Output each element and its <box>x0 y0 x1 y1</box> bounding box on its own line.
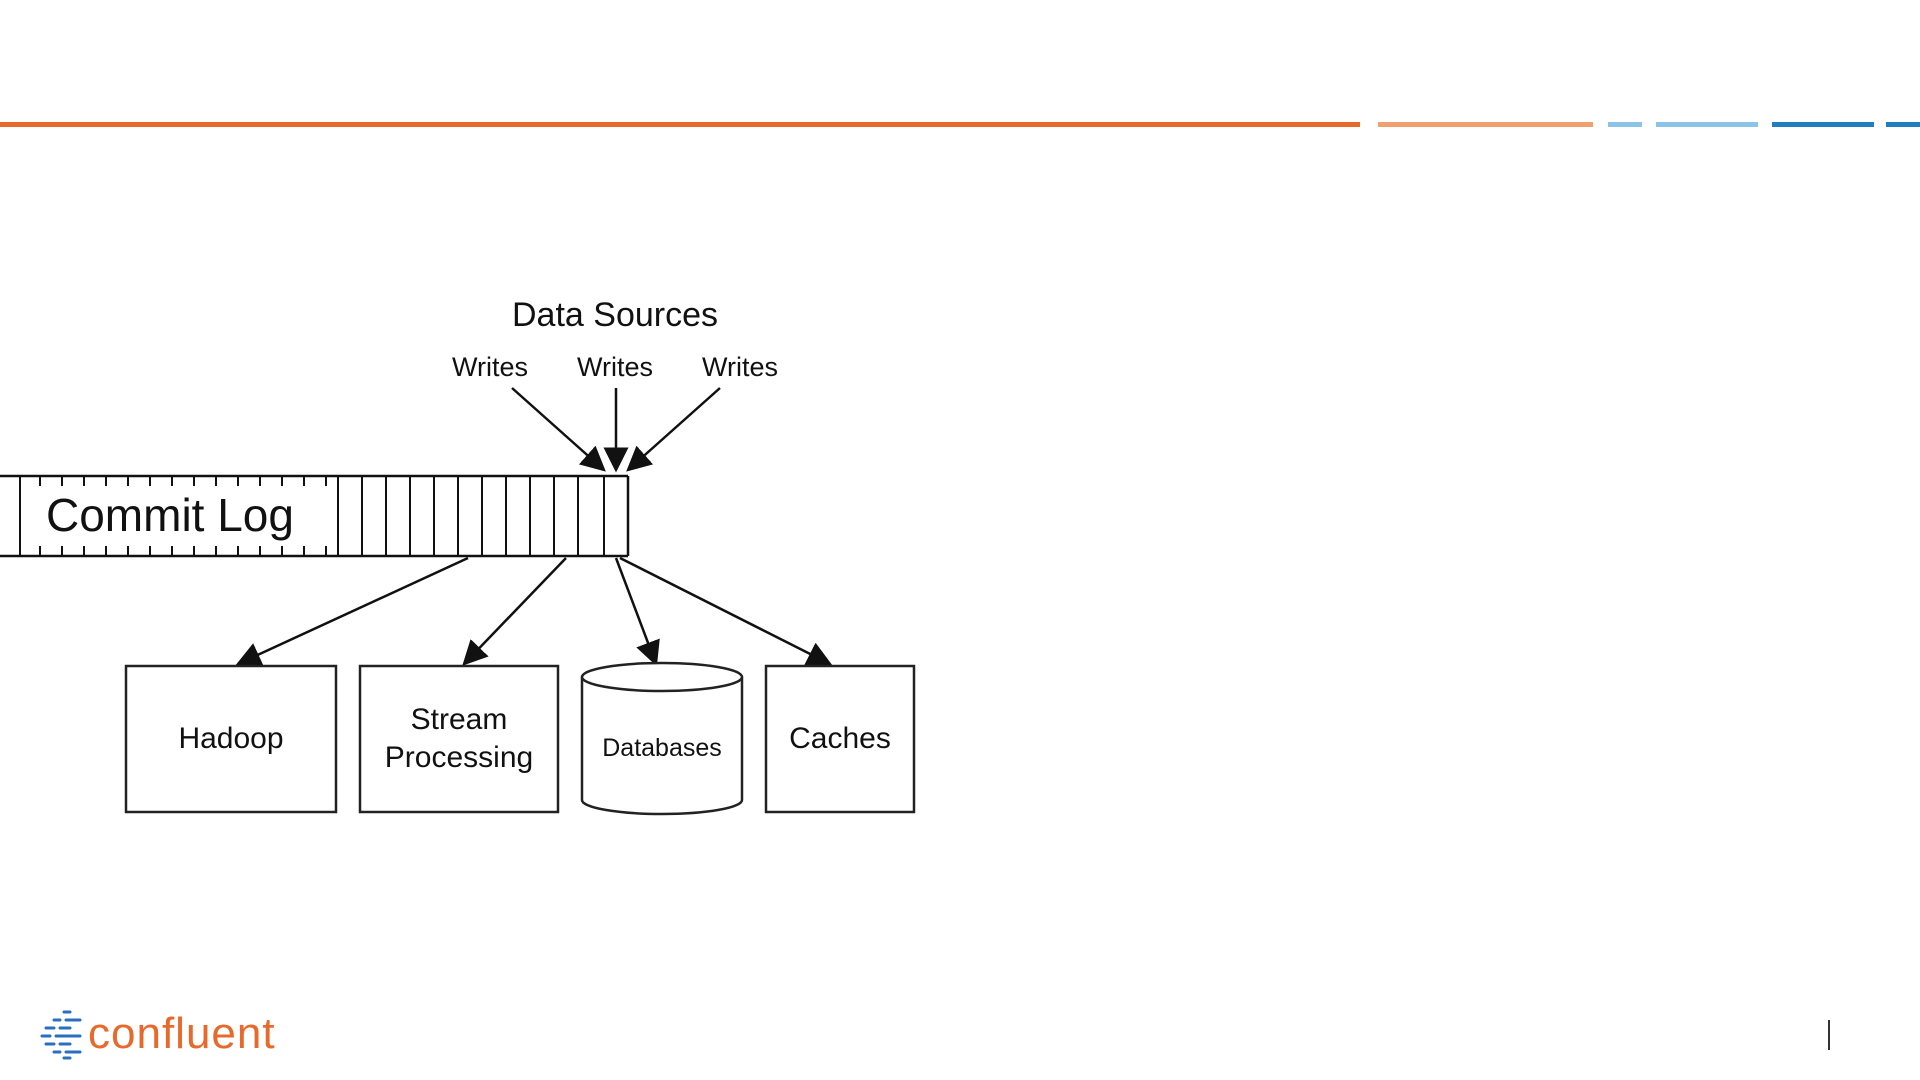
stream-processing-box <box>360 666 558 812</box>
writes-label-center: Writes <box>577 352 653 382</box>
page-number-divider <box>1828 1020 1830 1050</box>
data-sources-title: Data Sources <box>512 296 718 334</box>
commit-log-label: Commit Log <box>46 489 294 541</box>
rule-segment-light-blue-short <box>1608 122 1642 127</box>
logo-wordmark: confluent <box>88 1012 276 1056</box>
rule-segment-light-blue <box>1656 122 1758 127</box>
caches-label: Caches <box>789 722 891 755</box>
commit-log-bar: Commit Log <box>0 476 628 556</box>
rule-segment-blue <box>1772 122 1874 127</box>
log-cells <box>338 476 604 556</box>
rule-segment-blue-short <box>1886 122 1920 127</box>
writes-label-left: Writes <box>452 352 528 382</box>
confluent-logo: confluent <box>40 1006 276 1062</box>
stream-label-line2: Processing <box>385 741 533 774</box>
databases-label: Databases <box>602 734 722 762</box>
header-accent-rule <box>0 122 1920 128</box>
write-arrow-left <box>512 388 604 470</box>
writes-label-right: Writes <box>702 352 778 382</box>
hadoop-label: Hadoop <box>178 722 283 755</box>
write-arrow-right <box>628 388 720 470</box>
confluent-mark-icon <box>40 1008 84 1060</box>
rule-segment-light-orange <box>1378 122 1593 127</box>
rule-segment-orange <box>0 122 1360 127</box>
commit-log-diagram: Data Sources Writes Writes Writes <box>0 280 940 840</box>
read-arrow-caches <box>620 558 830 664</box>
read-arrow-hadoop <box>238 558 468 664</box>
stream-label-line1: Stream <box>411 703 508 736</box>
read-arrow-stream <box>464 558 566 664</box>
